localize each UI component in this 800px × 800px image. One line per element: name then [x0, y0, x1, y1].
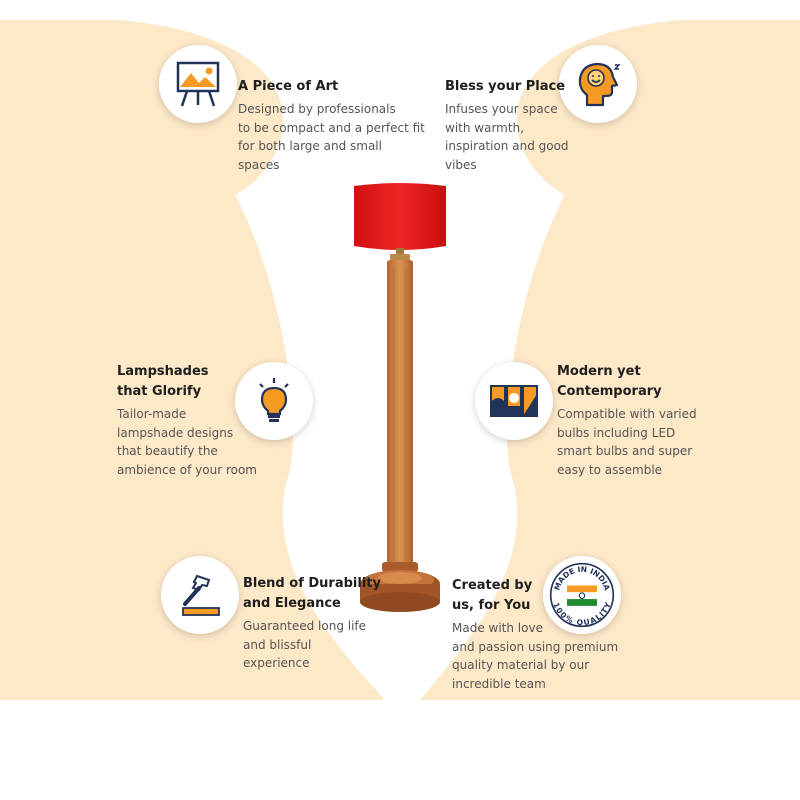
modern-icon-circle: [475, 362, 553, 440]
hammer-icon-circle: [161, 556, 239, 634]
feature-created: Created by us, for You Made with love an…: [452, 576, 622, 693]
made-in-india-badge-icon: MADE IN INDIA 100% QUALITY: [549, 562, 615, 627]
floor-lamp-image: [354, 183, 446, 612]
feature-description: Made with love and passion using premium…: [452, 621, 619, 691]
feature-modern: Modern yet Contemporary Compatible with …: [557, 362, 707, 479]
made-in-india-icon-circle: MADE IN INDIA 100% QUALITY: [543, 556, 621, 634]
feature-title: A Piece of Art: [238, 79, 339, 94]
feature-title: Blend of Durability and Elegance: [243, 576, 381, 611]
art-easel-icon: [176, 61, 220, 107]
feature-lampshades: Lampshades that Glorify Tailor-made lamp…: [117, 362, 267, 479]
feature-description: Designed by professionals to be compact …: [238, 102, 425, 172]
feature-durability: Blend of Durability and Elegance Guarant…: [243, 574, 393, 673]
feature-description: Infuses your space with warmth, inspirat…: [445, 102, 569, 172]
art-icon-circle: [159, 45, 237, 123]
feature-title: Created by us, for You: [452, 578, 533, 613]
modern-art-icon: [490, 385, 538, 417]
feature-bless: Bless your Place Infuses your space with…: [445, 77, 585, 174]
bless-icon-circle: [559, 45, 637, 123]
hammer-icon: [182, 574, 220, 616]
light-bulb-icon: [259, 378, 289, 422]
feature-description: Tailor-made lampshade designs that beaut…: [117, 407, 257, 477]
feature-title: Lampshades that Glorify: [117, 364, 209, 399]
feature-description: Guaranteed long life and blissful experi…: [243, 619, 367, 670]
feature-title: Modern yet Contemporary: [557, 364, 662, 399]
bulb-icon-circle: [235, 362, 313, 440]
feature-description: Compatible with varied bulbs including L…: [557, 407, 697, 477]
feature-art: A Piece of Art Designed by professionals…: [238, 77, 428, 174]
feature-title: Bless your Place: [445, 79, 566, 94]
happy-mind-icon: [578, 62, 621, 107]
